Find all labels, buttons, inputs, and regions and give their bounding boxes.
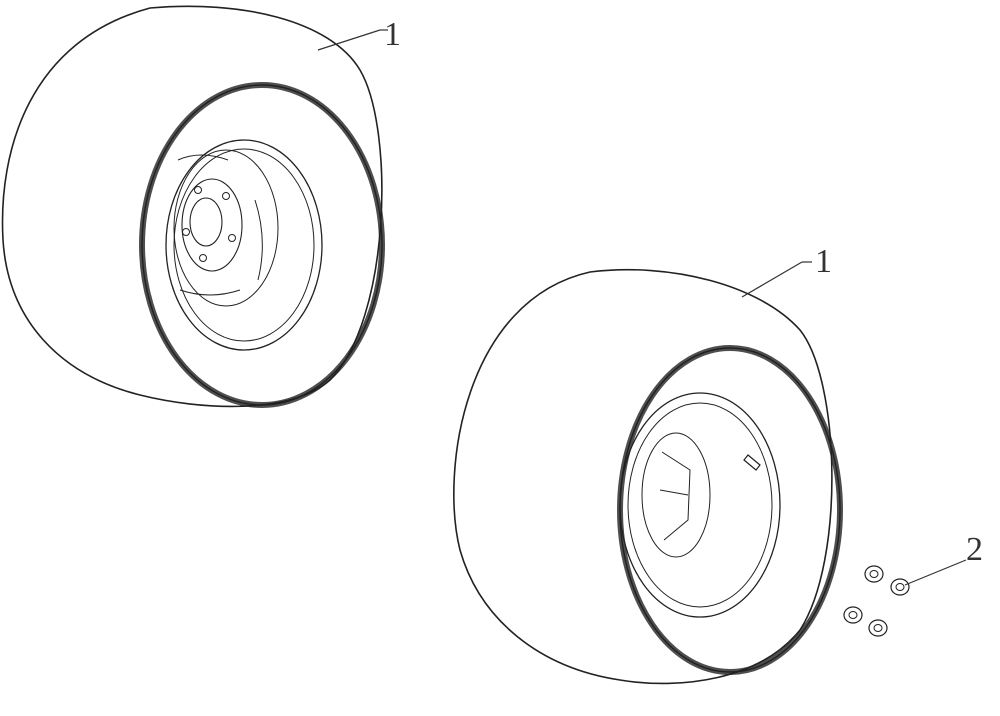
callout-1-upper: 1 [317, 16, 401, 53]
leader-line [741, 261, 803, 298]
tire-upper [1, 5, 385, 408]
tire-lower [453, 268, 843, 685]
lug-nut [843, 606, 863, 624]
rim-lower [619, 392, 781, 618]
rim-upper [165, 139, 323, 351]
callout-number: 1 [384, 16, 401, 53]
wheel-assembly-front-right [453, 268, 843, 685]
leader-line [904, 559, 967, 586]
lug-nut [890, 578, 910, 596]
lug-nut [868, 619, 888, 637]
leader-line [317, 29, 381, 51]
wheel-assembly-rear-left [1, 5, 385, 408]
callout-number: 2 [966, 531, 983, 568]
lug-nut [864, 565, 884, 583]
lug-nuts [843, 565, 910, 637]
callout-2: 2 [904, 531, 983, 586]
callout-1-lower: 1 [741, 243, 832, 298]
callout-number: 1 [815, 243, 832, 280]
